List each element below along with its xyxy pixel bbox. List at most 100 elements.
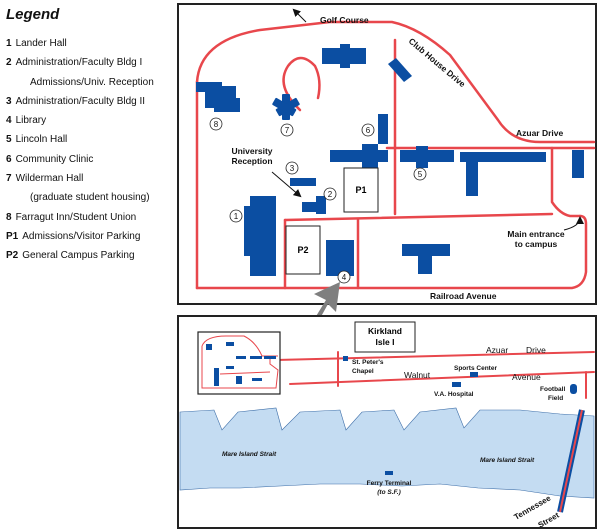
azuar-drive-area-road	[275, 351, 595, 361]
st-peters-chapel-building	[343, 356, 348, 361]
legend-key: 7	[6, 173, 12, 185]
campus-inset-frame	[197, 331, 281, 395]
parking-p2-label: P2	[297, 245, 308, 255]
marker-3-label: 3	[290, 164, 295, 173]
building-1-lander-hall	[250, 196, 276, 276]
legend-label: Lincoln Hall	[15, 134, 68, 146]
area-roads	[275, 351, 595, 399]
inset-bldg-a	[206, 344, 212, 350]
golf-course-arrow-icon	[292, 8, 307, 23]
building-central-a	[330, 150, 388, 162]
sports-center-building	[470, 372, 478, 377]
marker-1	[229, 209, 243, 223]
legend-key: 4	[6, 115, 12, 127]
marker-6	[361, 123, 375, 137]
inset-bldg-d	[250, 356, 262, 359]
inset-bldg-f	[214, 368, 219, 386]
walnut-label: Walnut	[404, 370, 431, 380]
building-1-lander-hall-wing	[244, 206, 254, 256]
marker-2-label: 2	[328, 190, 333, 199]
building-3-admin-ii	[290, 178, 316, 186]
legend-label: Admissions/Visitor Parking	[22, 230, 141, 242]
legend-title: Legend	[6, 6, 60, 23]
building-central-a-wing	[362, 144, 378, 174]
building-south-east-wing	[418, 244, 432, 274]
kirkland-label-1: Kirkland	[368, 326, 402, 336]
marker-5-label: 5	[418, 170, 423, 179]
inset-bldg-b	[226, 342, 234, 346]
legend-key: 8	[6, 211, 12, 223]
marker-1-label: 1	[234, 212, 239, 221]
va-hospital-label: V.A. Hospital	[434, 391, 474, 398]
st-peters-label-2: Chapel	[352, 368, 374, 375]
legend-label: Wilderman Hall	[15, 173, 84, 185]
azuar-drive-label: Azuar Drive	[516, 128, 564, 138]
parking-p1-label: P1	[355, 185, 366, 195]
legend-label: Community Clinic	[15, 153, 94, 165]
area-labels: Azuar Drive Walnut Avenue	[404, 345, 546, 382]
legend-label: Administration/Faculty Bldg II	[15, 95, 146, 107]
campus-map: P1 P2 1 2 3 4 5 6 7 8 Golf Course	[177, 3, 597, 305]
marker-8-label: 8	[214, 120, 219, 129]
main-entrance-arrow-icon	[563, 216, 584, 231]
railroad-avenue-label: Railroad Avenue	[430, 291, 497, 301]
legend-key: 2	[6, 57, 12, 69]
campus-buildings	[196, 44, 584, 276]
building-4-library	[326, 240, 354, 276]
main-entrance-label-2: to campus	[515, 239, 558, 249]
building-6-community-clinic	[378, 114, 388, 144]
kirkland-isle-box	[354, 321, 416, 353]
campus-inset	[197, 331, 281, 395]
avenue-label: Avenue	[512, 372, 541, 382]
legend-label: Lander Hall	[15, 38, 67, 49]
football-label-1: Football	[540, 386, 565, 393]
st-peters-label-1: St. Peter's	[352, 359, 384, 366]
building-number-labels: 1 2 3 4 5 6 7 8	[214, 120, 423, 282]
campus-inset-roads	[201, 335, 279, 389]
campus-inset-buildings	[206, 342, 276, 386]
inset-bldg-g	[226, 366, 234, 369]
inset-road-c	[219, 371, 271, 375]
marker-7	[280, 123, 294, 137]
building-number-markers	[209, 117, 427, 284]
legend-key: 6	[6, 153, 12, 165]
tennessee-street-road	[559, 409, 583, 513]
golf-loop-road	[282, 56, 321, 112]
reception-arrow-icon	[271, 171, 302, 198]
building-north-b	[388, 58, 412, 82]
marker-3	[285, 161, 299, 175]
legend-key: 1	[6, 38, 12, 49]
legend-item-2-sub: Admissions/Univ. Reception	[30, 76, 154, 88]
marker-7-label: 7	[285, 126, 290, 135]
legend-label: Library	[15, 115, 47, 127]
ferry-label-2: (to S.F.)	[377, 489, 400, 496]
building-2-admin-i-wing	[316, 196, 326, 214]
marker-8	[209, 117, 223, 131]
area-buildings	[343, 356, 577, 475]
building-east-b	[572, 150, 584, 178]
football-field-building	[570, 384, 577, 394]
legend-item-7-sub: (graduate student housing)	[30, 192, 150, 204]
strait-label-left: Mare Island Strait	[222, 451, 277, 458]
campus-roads	[195, 20, 596, 290]
marker-2	[323, 187, 337, 201]
main-entrance-label-1: Main entrance	[507, 229, 564, 239]
building-east-a-wing	[466, 152, 478, 196]
area-poi-labels: St. Peter's Chapel Sports Center V.A. Ho…	[352, 359, 565, 496]
legend-label: Administration/Faculty Bldg I	[15, 57, 143, 69]
legend-key: P1	[6, 230, 19, 242]
marker-4-label: 4	[342, 273, 347, 282]
marker-4	[337, 270, 351, 284]
building-7-wilderman-hall	[272, 94, 300, 120]
marker-5	[413, 167, 427, 181]
university-reception-label-1: University	[231, 146, 272, 156]
golf-course-label: Golf Course	[320, 15, 369, 25]
